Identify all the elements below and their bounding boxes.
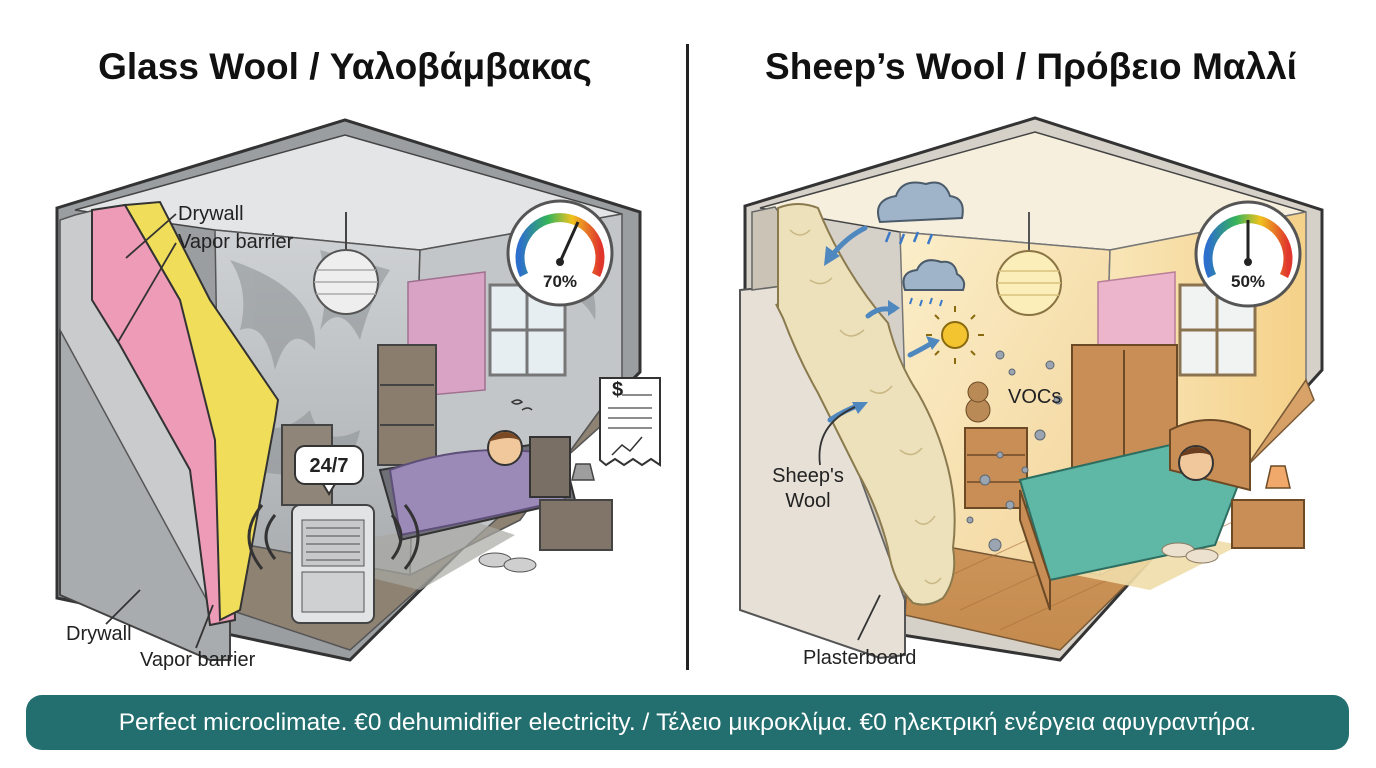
invoice-icon	[599, 377, 661, 467]
cloud-icon	[877, 181, 964, 245]
lamp-icon	[1231, 465, 1305, 549]
vapor-barrier-bottom-label: Vapor barrier	[140, 649, 256, 671]
humidity-gauge-right	[1194, 200, 1302, 308]
voc-particles	[966, 350, 1063, 552]
glass-wool-title: Glass Wool / Υαλοβάμβακας	[98, 46, 592, 87]
summary-banner: Perfect microclimate. €0 dehumidifier el…	[26, 695, 1349, 750]
dehumidifier-icon	[247, 504, 420, 624]
sheeps-wool-label-line2: Wool	[785, 490, 830, 512]
sun-icon	[926, 306, 984, 364]
dehumidifier-badge: 24/7	[310, 455, 349, 477]
left-room	[55, 118, 661, 662]
drywall-bottom-label: Drywall	[66, 623, 132, 645]
right-room	[739, 116, 1324, 662]
humidity-50-text: 50%	[1231, 272, 1265, 291]
vapor-barrier-top-label: Vapor barrier	[178, 231, 294, 253]
teddy-bear-icon	[965, 381, 991, 423]
plasterboard-label: Plasterboard	[803, 647, 916, 669]
humidity-70-text: 70%	[543, 272, 577, 291]
humidity-gauge-left	[506, 199, 614, 307]
sheeps-wool-title: Sheep’s Wool / Πρόβειο Μαλλί	[765, 46, 1297, 87]
drywall-top-label: Drywall	[178, 203, 244, 225]
vocs-label: VOCs	[1008, 386, 1061, 408]
center-divider	[686, 44, 689, 670]
sheeps-wool-label-line1: Sheep's	[772, 465, 844, 487]
invoice-symbol: $	[612, 379, 623, 401]
rain-cloud-icon	[902, 259, 966, 307]
